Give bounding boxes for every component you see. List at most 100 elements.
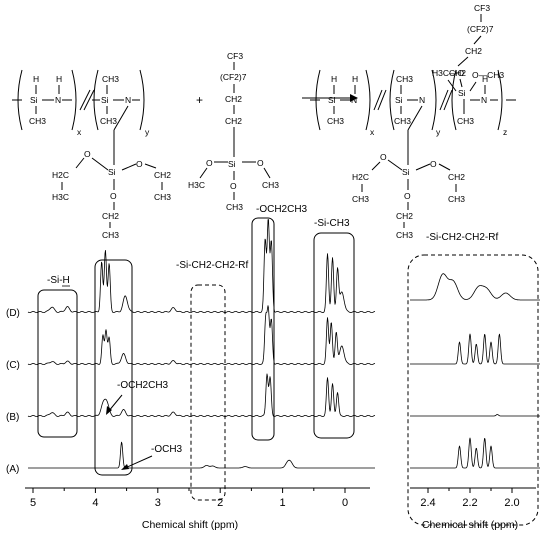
label-si-ch2-ch2-rf: -Si-CH2-CH2-Rf (176, 260, 248, 271)
inset-trace-a (410, 437, 540, 469)
atom-h: H (482, 74, 488, 84)
arrowhead-och2ch3 (106, 406, 112, 415)
trace-label-d: (D) (6, 308, 20, 319)
sich2-box (190, 284, 226, 501)
atom-si: Si (395, 95, 403, 105)
group-ch2: CH2 (448, 172, 465, 182)
si-ch3-box (313, 232, 355, 439)
arrowhead-och3 (121, 464, 129, 470)
atom-si: Si (328, 95, 336, 105)
subscript-y: y (436, 127, 441, 137)
atom-h: H (56, 74, 62, 84)
main-x-tick-label: 5 (30, 497, 36, 509)
inset-x-axis: 2.4 2.2 2.0 (410, 487, 536, 509)
atom-o: O (404, 191, 411, 201)
main-x-axis-title: Chemical shift (ppm) (142, 519, 238, 531)
main-x-axis: 5 4 3 2 1 0 (25, 487, 370, 509)
group-cf3: CF3 (227, 51, 243, 61)
atom-si: Si (101, 95, 109, 105)
inset-title: -Si-CH2-CH2-Rf (426, 232, 498, 243)
group-ch3: CH3 (100, 116, 117, 126)
group-ch2: CH2 (225, 94, 242, 104)
group-ch3: CH3 (352, 194, 369, 204)
och2-box (94, 259, 133, 476)
subscript-x: x (77, 127, 82, 137)
atom-si: Si (402, 167, 410, 177)
inset-x-tick-label: 2.2 (462, 497, 477, 509)
spectrum-trace-a (28, 441, 375, 469)
group-ch3: CH3 (102, 74, 119, 84)
arrow-och3 (124, 455, 153, 469)
inset-x-tick-label: 2.0 (504, 497, 519, 509)
main-x-tick-label: 3 (155, 497, 161, 509)
main-x-tick-label: 0 (342, 497, 348, 509)
atom-si: Si (108, 167, 116, 177)
group-ch3: CH3 (226, 202, 243, 212)
atom-o: O (136, 159, 143, 169)
trace-label-b: (B) (6, 412, 19, 423)
reaction-arrow (302, 94, 358, 102)
atom-h: H (352, 74, 358, 84)
group-ch3: CH3 (327, 116, 344, 126)
label-och2ch3: -OCH2CH3 (256, 204, 308, 215)
group-cf2: (CF2)7 (220, 72, 247, 82)
inset-trace-b (410, 414, 540, 417)
atom-o: O (380, 152, 387, 162)
atom-si: Si (30, 95, 38, 105)
label-si-ch3: -Si-CH3 (314, 218, 350, 229)
reaction-scheme: H Si N H CH3 x CH3 Si N CH3 y (12, 3, 516, 240)
spectrum-trace-b (27, 373, 376, 417)
atom-o: O (230, 181, 237, 191)
atom-h: H (331, 74, 337, 84)
main-spectrum-traces (27, 219, 376, 469)
inset-trace-c (410, 333, 540, 365)
group-ch3: CH3 (396, 74, 413, 84)
atom-o: O (84, 149, 91, 159)
group-cf3: CF3 (474, 3, 490, 13)
main-spectrum-plot: 5 4 3 2 1 0 (D) (C) (B) (A) -Si-H -Si-CH2-CH2-Rf… (6, 204, 376, 531)
inset-x-tick-label: 2.4 (420, 497, 435, 509)
subscript-x: x (370, 127, 375, 137)
och2ch3-box (251, 217, 275, 441)
main-x-tick-label: 1 (280, 497, 286, 509)
trace-labels: (D) (C) (B) (A) (6, 308, 20, 475)
atom-o: O (430, 159, 437, 169)
label-och3-arrow: -OCH3 (151, 444, 183, 455)
atom-o: O (110, 191, 117, 201)
atom-n: N (481, 95, 487, 105)
atom-h: H (33, 74, 39, 84)
main-x-tick-label: 2 (217, 497, 223, 509)
atom-si: Si (228, 159, 236, 169)
group-ch3: CH3 (154, 192, 171, 202)
group-ch2: CH2 (225, 116, 242, 126)
atom-n: N (419, 95, 425, 105)
trace-label-c: (C) (6, 360, 20, 371)
group-ch2: CH2 (154, 170, 171, 180)
group-ch3: CH3 (29, 116, 46, 126)
si-h-box (37, 289, 78, 438)
atom-n: N (125, 95, 131, 105)
group-ch2: CH2 (449, 68, 466, 78)
group-h3c: H3C (52, 192, 69, 202)
subscript-z: z (503, 127, 507, 137)
main-x-tick-label: 4 (92, 497, 98, 509)
reactant-2: CF3 (CF2)7 CH2 CH2 Si O H3C O CH3 O CH3 (188, 51, 279, 212)
inset-frame (407, 254, 539, 526)
inset-spectrum-traces (410, 273, 540, 469)
group-cf2: (CF2)7 (467, 24, 494, 34)
product: CF3 (CF2)7 CH2 CH2 H3C—O Si O—CH3 H Si N… (310, 3, 516, 240)
group-ch3: CH3 (102, 230, 119, 240)
atom-n: N (351, 95, 357, 105)
plus-sign: + (196, 93, 203, 107)
label-och2ch3-arrow: -OCH2CH3 (117, 380, 169, 391)
label-si-h: -Si-H (47, 275, 70, 286)
atom-n: N (55, 95, 61, 105)
group-ch3: CH3 (457, 116, 474, 126)
group-ch2: CH2 (465, 46, 482, 56)
group-h3c: H3C (188, 180, 205, 190)
inset-trace-d (410, 273, 540, 301)
spectrum-trace-c (27, 305, 376, 365)
trace-label-a: (A) (6, 464, 19, 475)
subscript-y: y (145, 127, 150, 137)
